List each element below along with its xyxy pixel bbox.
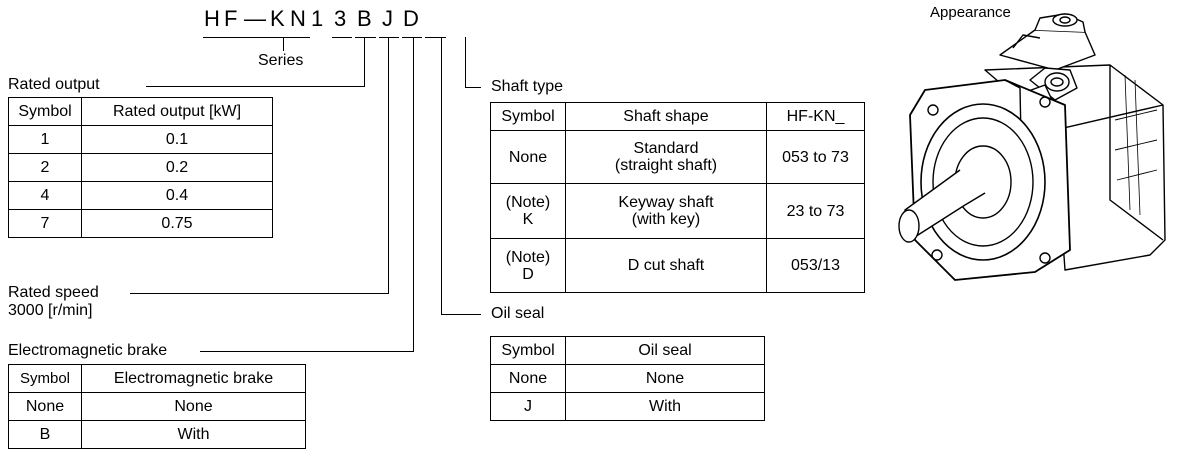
code-char-h: H (204, 6, 220, 31)
shaft-leader-v (465, 37, 466, 88)
table-cell: None (565, 364, 765, 393)
table-header: Electromagnetic brake (81, 364, 306, 393)
table-cell: Keyway shaft (with key) (565, 183, 767, 239)
table-cell: 1 (8, 125, 82, 154)
code-underline-j (402, 37, 422, 38)
table-cell: 0.2 (81, 153, 273, 182)
table-cell: 2 (8, 153, 82, 182)
servo-motor-icon (898, 13, 1166, 281)
code-char-j: J (382, 6, 393, 31)
table-cell: With (81, 420, 306, 449)
table-cell: 4 (8, 181, 82, 210)
rated-speed-value: 3000 [r/min] (8, 302, 93, 319)
code-underline-b (379, 37, 399, 38)
table-header: Symbol (8, 364, 82, 393)
table-cell: None (81, 392, 306, 421)
oil-seal-leader-v (441, 37, 442, 315)
table-header: Rated output [kW] (81, 97, 273, 126)
table-cell: 053 to 73 (766, 130, 865, 184)
table-header: HF-KN_ (766, 102, 865, 131)
code-char-1: 1 (311, 6, 324, 31)
table-header: Shaft shape (565, 102, 767, 131)
table-cell: 23 to 73 (766, 183, 865, 239)
rated-speed-title: Rated speed (8, 284, 103, 302)
table-cell: With (565, 392, 765, 421)
table-header: Symbol (490, 336, 566, 365)
series-underline (203, 37, 310, 38)
brake-leader-h (200, 351, 414, 352)
brake-title: Electromagnetic brake (8, 342, 172, 360)
rated-output-leader-v (364, 37, 365, 87)
code-char-f: F (224, 6, 238, 31)
code-underline-d (425, 37, 446, 38)
code-char-3: 3 (334, 6, 347, 31)
series-label: Series (258, 52, 304, 69)
table-cell: 7 (8, 209, 82, 238)
shaft-type-table: Symbol Shaft shape HF-KN_ None Standard … (490, 102, 865, 293)
table-cell: B (8, 420, 82, 449)
table-header: Symbol (8, 97, 82, 126)
oil-seal-leader-h (441, 314, 481, 315)
shaft-leader-h (465, 87, 481, 88)
table-cell: 0.1 (81, 125, 273, 154)
table-cell: None (490, 130, 566, 184)
rated-output-title: Rated output (8, 76, 104, 94)
rated-output-leader-h (146, 86, 365, 87)
table-cell: 0.4 (81, 181, 273, 210)
code-char-n: N (290, 6, 306, 31)
table-cell: None (490, 364, 566, 393)
shaft-type-title: Shaft type (491, 78, 564, 95)
table-cell: 0.75 (81, 209, 273, 238)
table-cell: J (490, 392, 566, 421)
table-cell: D cut shaft (565, 238, 767, 293)
code-char-k: K (270, 6, 285, 31)
table-cell: (Note) D (490, 238, 566, 293)
rated-speed-leader-h (130, 293, 389, 294)
code-char-d: D (403, 6, 419, 31)
table-cell: None (8, 392, 82, 421)
code-underline-1 (332, 37, 352, 38)
brake-leader-v (413, 37, 414, 352)
code-char-dash: — (244, 6, 266, 31)
rated-speed-leader-v (388, 37, 389, 294)
table-header: Symbol (490, 102, 566, 131)
oil-seal-title: Oil seal (491, 305, 545, 322)
appearance-title: Appearance (930, 4, 1011, 21)
code-char-b: B (357, 6, 372, 31)
table-cell: Standard (straight shaft) (565, 130, 767, 184)
series-leader (283, 37, 284, 51)
table-cell: 053/13 (766, 238, 865, 293)
table-cell: (Note) K (490, 183, 566, 239)
table-header: Oil seal (565, 336, 765, 365)
code-underline-3 (355, 37, 376, 38)
